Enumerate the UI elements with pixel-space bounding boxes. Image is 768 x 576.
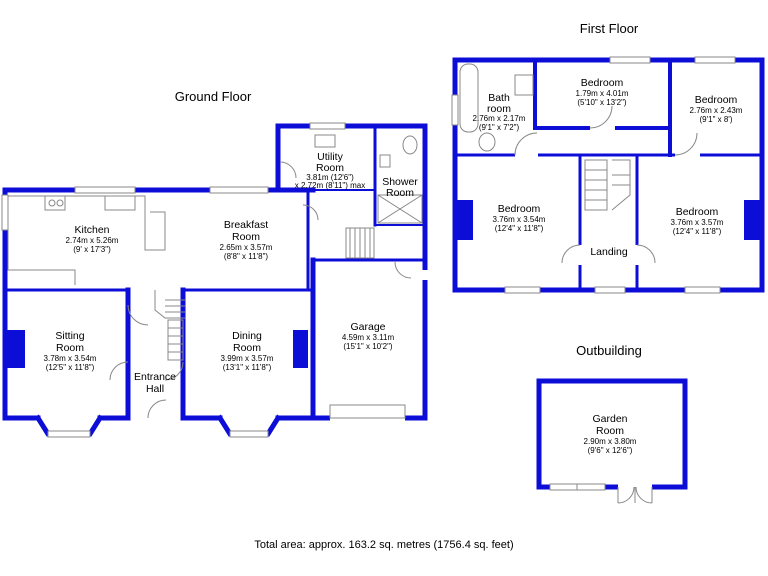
room-name: Room bbox=[386, 187, 414, 199]
room-utility: Utility Room 3.81m (12'6") x 2.72m (8'11… bbox=[295, 151, 365, 190]
total-area: Total area: approx. 163.2 sq. metres (17… bbox=[254, 539, 514, 551]
room-name: Entrance bbox=[134, 371, 176, 383]
room-name: Sitting bbox=[55, 330, 84, 342]
room-name: Breakfast bbox=[224, 219, 268, 231]
ground-floor-walls bbox=[2, 123, 428, 437]
room-dimensions-metric: 2.65m x 3.57m bbox=[220, 243, 273, 252]
room-name: Room bbox=[56, 342, 84, 354]
outbuilding-walls bbox=[536, 378, 688, 490]
ground-floor-heading: Ground Floor bbox=[175, 89, 252, 104]
first-floor-fixtures bbox=[451, 56, 736, 294]
room-shower: Shower Room bbox=[382, 176, 418, 199]
room-dimensions-imperial: (12'5" x 11'8") bbox=[46, 363, 95, 372]
room-name: Utility bbox=[317, 151, 343, 163]
room-name: Bedroom bbox=[676, 206, 719, 218]
room-bathroom: Bath room 2.76m x 2.17m (9'1" x 7'2") bbox=[473, 92, 526, 132]
outbuilding-fixtures bbox=[549, 483, 653, 504]
room-breakfast: Breakfast Room 2.65m x 3.57m (8'8" x 11'… bbox=[220, 219, 273, 261]
room-name: Room bbox=[596, 425, 624, 437]
room-dimensions-imperial: (13'1" x 11'8") bbox=[223, 363, 272, 372]
room-name: Room bbox=[233, 342, 261, 354]
room-dimensions-metric: 2.90m x 3.80m bbox=[584, 437, 637, 446]
room-kitchen: Kitchen 2.74m x 5.26m (9' x 17'3") bbox=[66, 224, 119, 254]
room-dimensions-metric: 3.76m x 3.54m bbox=[493, 215, 546, 224]
room-name: Bedroom bbox=[581, 77, 624, 89]
room-bedroom-left: Bedroom 3.76m x 3.54m (12'4" x 11'8") bbox=[493, 203, 546, 233]
room-name: Bedroom bbox=[498, 203, 541, 215]
room-dimensions-imperial: (12'4" x 11'8") bbox=[495, 224, 544, 233]
room-dimensions-metric: 3.78m x 3.54m bbox=[44, 354, 97, 363]
room-name: Landing bbox=[590, 246, 628, 258]
outbuilding-heading: Outbuilding bbox=[576, 343, 642, 358]
room-landing: Landing bbox=[590, 246, 628, 258]
room-dimensions-imperial: (8'8" x 11'8") bbox=[224, 252, 268, 261]
ground-floor-openings bbox=[1, 122, 429, 438]
room-bedroom-right: Bedroom 3.76m x 3.57m (12'4" x 11'8") bbox=[671, 206, 724, 236]
room-dimensions-imperial: x 2.72m (8'11") max bbox=[295, 181, 365, 190]
room-name: Kitchen bbox=[74, 224, 109, 236]
fireplaces bbox=[5, 330, 308, 368]
room-garage: Garage 4.59m x 3.11m (15'1" x 10'2") bbox=[342, 321, 395, 351]
room-name: Room bbox=[316, 162, 344, 174]
room-dimensions-imperial: (15'1" x 10'2") bbox=[343, 342, 393, 351]
room-name: Shower bbox=[382, 176, 418, 188]
room-bedroom-top-mid: Bedroom 1.79m x 4.01m (5'10" x 13'2") bbox=[576, 77, 629, 107]
room-dining: Dining Room 3.99m x 3.57m (13'1" x 11'8"… bbox=[221, 330, 274, 372]
room-dimensions-metric: 3.81m (12'6") bbox=[306, 173, 354, 182]
room-name: Dining bbox=[232, 330, 262, 342]
room-name: Garage bbox=[350, 321, 385, 333]
room-dimensions-metric: 2.76m x 2.17m bbox=[473, 114, 526, 123]
room-dimensions-imperial: (5'10" x 13'2") bbox=[577, 98, 627, 107]
first-floor-fireplaces bbox=[455, 200, 762, 240]
room-dimensions-imperial: (9'6" x 12'6") bbox=[588, 446, 633, 455]
room-dimensions-imperial: (9' x 17'3") bbox=[73, 245, 111, 254]
room-name: Room bbox=[232, 231, 260, 243]
room-dimensions-metric: 2.76m x 2.43m bbox=[690, 106, 743, 115]
room-garden: Garden Room 2.90m x 3.80m (9'6" x 12'6") bbox=[584, 413, 637, 455]
room-name: Garden bbox=[592, 413, 627, 425]
room-name: Bath bbox=[488, 92, 510, 104]
room-name: Bedroom bbox=[695, 94, 738, 106]
ground-floor-fixtures bbox=[1, 122, 423, 438]
first-floor-heading: First Floor bbox=[580, 21, 639, 36]
room-dimensions-metric: 1.79m x 4.01m bbox=[576, 89, 629, 98]
room-dimensions-metric: 3.99m x 3.57m bbox=[221, 354, 274, 363]
room-dimensions-metric: 3.76m x 3.57m bbox=[671, 218, 724, 227]
room-dimensions-metric: 4.59m x 3.11m bbox=[342, 333, 395, 342]
room-dimensions-imperial: (9'1" x 7'2") bbox=[479, 123, 520, 132]
room-sitting: Sitting Room 3.78m x 3.54m (12'5" x 11'8… bbox=[44, 330, 97, 372]
room-name: room bbox=[487, 103, 511, 115]
room-bedroom-top-right: Bedroom 2.76m x 2.43m (9'1" x 8') bbox=[690, 94, 743, 124]
room-name: Hall bbox=[146, 383, 164, 395]
room-dimensions-imperial: (9'1" x 8') bbox=[699, 115, 732, 124]
room-dimensions-metric: 2.74m x 5.26m bbox=[66, 236, 119, 245]
room-entrance-hall: Entrance Hall bbox=[134, 371, 176, 395]
room-dimensions-imperial: (12'4" x 11'8") bbox=[673, 227, 722, 236]
